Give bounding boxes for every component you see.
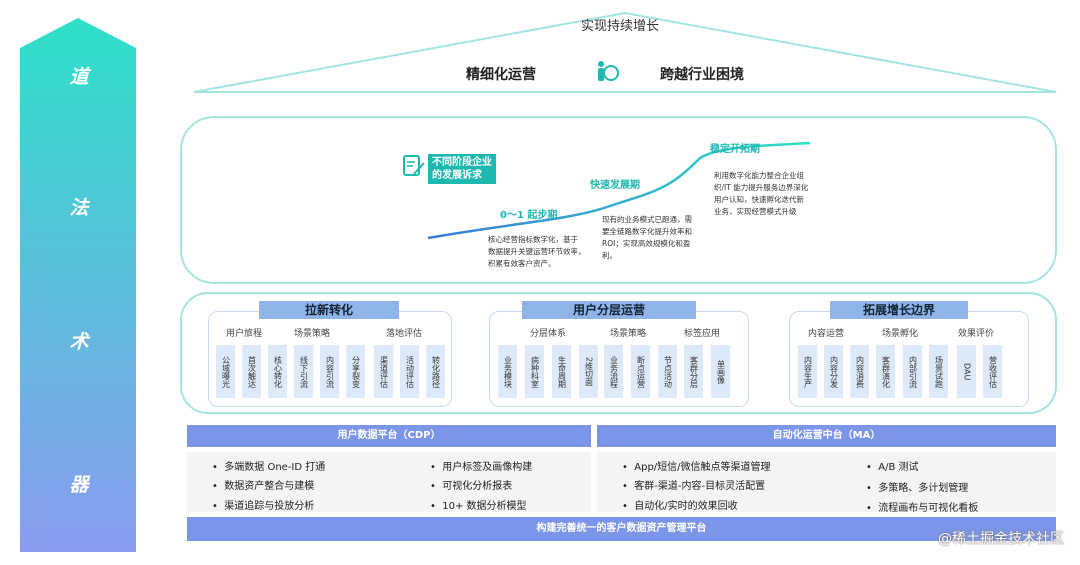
stage1-desc-line: 积累有效客户资产。 [488, 259, 556, 268]
stage3-desc-line: 织/IT 能力提升服务边界深化 [714, 183, 809, 192]
group-acquisition-title: 拉新转化 [259, 301, 399, 319]
ma-title-bar: 自动化运营中台（MA） [597, 425, 1056, 447]
category-label: 场景策略 [610, 329, 647, 339]
strategy-cell: 营收评估 [983, 345, 1002, 398]
strategy-cell: 分享裂变 [346, 345, 365, 398]
stage-goal-badge: 不同阶段企业 的发展诉求 [428, 154, 496, 184]
strategy-cell: 内容引流 [320, 345, 339, 398]
stage3-desc-line: 利用数字化能力整合企业组 [714, 171, 804, 180]
strategy-cell: 首次触达 [242, 345, 261, 398]
cdp-feature-item: • 数据资产整合与建模 [212, 481, 315, 492]
cdp-feature-item: • 10+ 数据分析模型 [430, 501, 527, 512]
data-platform-foundation-bar: 构建完善统一的客户数据资产管理平台 [187, 517, 1056, 541]
pillar-label-shu: 术 [69, 331, 89, 353]
cdp-feature-item: • 用户标签及画像构建 [430, 462, 533, 473]
roof-right-label: 跨越行业困境 [660, 67, 744, 83]
roof-triangle [193, 11, 1057, 93]
strategy-cell: 生命周期 [552, 345, 571, 398]
stage-goal-line2: 的发展诉求 [432, 170, 482, 181]
ma-feature-item: • 自动化/实时的效果回收 [622, 501, 738, 512]
group-expansion-title: 拓展增长边界 [830, 301, 968, 319]
cdp-feature-list [187, 452, 591, 512]
strategy-cell: 客群分层 [684, 345, 703, 398]
stage2-desc-line: ROI；实现高效规模化和盈 [602, 239, 691, 248]
stage2-desc-line: 利。 [602, 251, 617, 260]
growth-icon [598, 61, 619, 81]
ma-feature-list [597, 452, 1056, 512]
strategy-cell: 业务流程 [604, 345, 623, 398]
strategy-cell: 公域曝光 [216, 345, 235, 398]
pillar-label-qi: 器 [69, 474, 89, 496]
operations-strategy-panel [180, 292, 1057, 414]
category-label: 用户旅程 [226, 329, 263, 339]
stage2-desc-line: 要全链路数字化提升效率和 [602, 227, 692, 236]
strategy-cell: 病种科室 [525, 345, 544, 398]
strategy-cell: 2维切面 [579, 345, 598, 398]
roof-left-label: 精细化运营 [466, 67, 536, 83]
group-segmentation-title: 用户分层运营 [522, 301, 696, 319]
stage3-desc-line: 用户认知，快速孵化迭代新 [714, 195, 804, 204]
pillar-label-dao: 道 [69, 66, 89, 88]
strategy-cell: 客群演化 [876, 345, 895, 398]
growth-curve [427, 141, 811, 240]
category-label: 效果评价 [958, 329, 995, 339]
watermark: @稀土掘金技术社区 [938, 531, 1064, 547]
roof-title: 实现持续增长 [580, 19, 659, 34]
category-label: 场景策略 [294, 329, 331, 339]
strategy-cell: 线下引流 [294, 345, 313, 398]
stage2-title: 快速发展期 [590, 180, 640, 191]
strategy-cell: 核心转化 [268, 345, 287, 398]
strategy-cell: 节点活动 [658, 345, 677, 398]
strategy-cell: 单画像 [711, 345, 730, 398]
stage3-desc-line: 业务，实现经营模式升级 [714, 207, 797, 216]
strategy-arrow-pillar [20, 18, 136, 552]
stage1-desc: 核心经营指标数字化，基于 数据提升关键运营环节效率， 积累有效客户资产。 [488, 234, 586, 270]
strategy-cell: 活动评估 [400, 345, 419, 398]
category-label: 落地评估 [386, 329, 423, 339]
ma-feature-item: • App/短信/微信触点等渠道管理 [622, 462, 771, 473]
category-label: 内容运营 [808, 329, 845, 339]
stage1-desc-line: 核心经营指标数字化，基于 [488, 235, 578, 244]
stage3-title: 稳定开拓期 [710, 144, 760, 155]
strategy-cell: 转化路径 [426, 345, 445, 398]
cdp-title-bar: 用户数据平台（CDP） [187, 425, 591, 447]
category-label: 分层体系 [530, 329, 567, 339]
strategy-cell: 渠道评估 [374, 345, 393, 398]
strategy-cell: 内容分发 [824, 345, 843, 398]
strategy-cell: 内容消费 [850, 345, 869, 398]
ma-feature-item: • 客群-渠道-内容-目标灵活配置 [622, 481, 766, 492]
stage-goal-line1: 不同阶段企业 [432, 157, 492, 168]
strategy-cell: 内容生产 [798, 345, 817, 398]
ma-feature-item: • 流程画布与可视化看板 [866, 503, 979, 514]
category-label: 标签应用 [684, 329, 721, 339]
pillar-label-fa: 法 [69, 197, 89, 219]
growth-stage-panel [180, 116, 1057, 284]
stage2-desc-line: 现有的业务模式已跑通，需 [602, 215, 692, 224]
stage2-desc: 现有的业务模式已跑通，需 要全链路数字化提升效率和 ROI；实现高效规模化和盈 … [602, 214, 692, 262]
stage3-desc: 利用数字化能力整合企业组 织/IT 能力提升服务边界深化 用户认知，快速孵化迭代… [714, 170, 808, 218]
strategy-cell: DAU [957, 345, 976, 398]
cdp-feature-item: • 多端数据 One-ID 打通 [212, 462, 326, 473]
ma-feature-item: • 多策略、多计划管理 [866, 483, 969, 494]
strategy-cell: 内部引流 [903, 345, 922, 398]
strategy-cell: 断点运营 [631, 345, 650, 398]
document-edit-icon [403, 155, 425, 176]
stage1-title: 0～1 起步期 [500, 210, 558, 221]
category-label: 场景孵化 [882, 329, 919, 339]
cdp-feature-item: • 渠道追踪与投放分析 [212, 501, 315, 512]
stage1-desc-line: 数据提升关键运营环节效率， [488, 247, 586, 256]
strategy-cell: 场景试跑 [929, 345, 948, 398]
strategy-cell: 业务模块 [498, 345, 517, 398]
cdp-feature-item: • 可视化分析报表 [430, 481, 513, 492]
ma-feature-item: • A/B 测试 [866, 462, 919, 473]
